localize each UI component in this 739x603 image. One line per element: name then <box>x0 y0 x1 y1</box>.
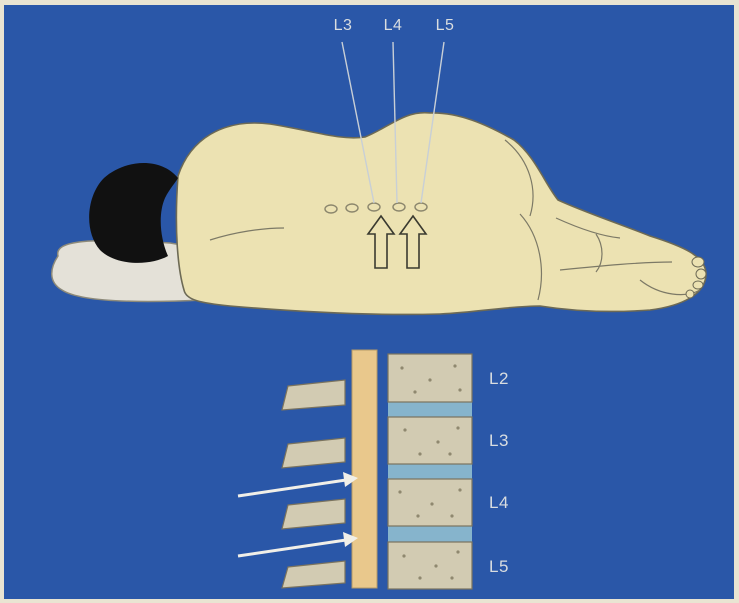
disc-l4-l5 <box>388 526 472 542</box>
vertebral-body-l4 <box>388 479 472 526</box>
top-label-l5: L5 <box>436 17 455 34</box>
spine-label-l4: L4 <box>489 493 509 512</box>
top-label-l4: L4 <box>384 17 403 34</box>
top-label-l3: L3 <box>334 17 353 34</box>
disc-l3-l4 <box>388 464 472 479</box>
vertebral-body-l2 <box>388 354 472 402</box>
spine-label-l3: L3 <box>489 431 509 450</box>
vertebral-body-l3 <box>388 417 472 464</box>
spine-label-l5: L5 <box>489 557 509 576</box>
disc-l2-l3 <box>388 402 472 417</box>
ligamentum-flavum <box>352 350 377 588</box>
spine-label-l2: L2 <box>489 369 509 388</box>
vertebral-body-l5 <box>388 542 472 589</box>
